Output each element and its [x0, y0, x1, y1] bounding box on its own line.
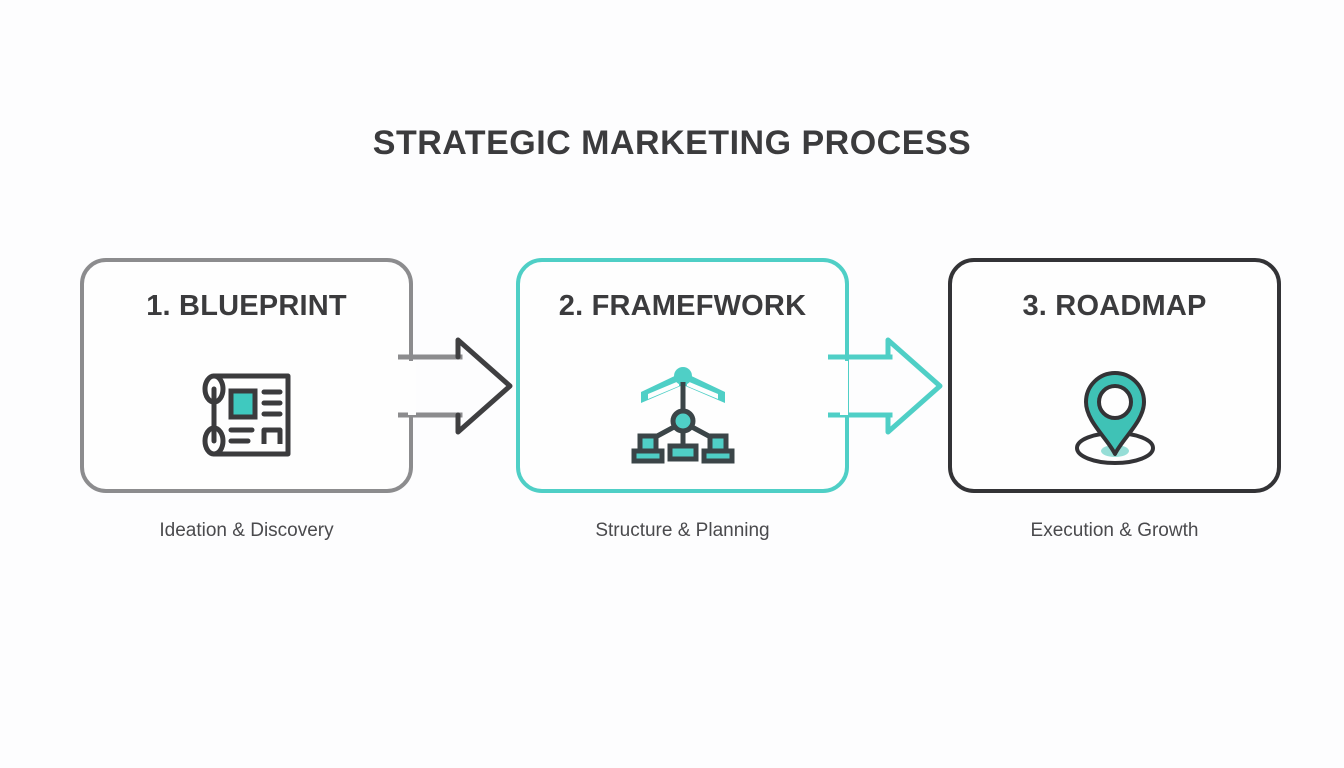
step-caption-framework: Structure & Planning [595, 520, 770, 541]
step-caption-roadmap: Execution & Growth [1030, 520, 1199, 541]
map-pin-icon [1056, 358, 1174, 468]
card2-border-gap [840, 361, 848, 415]
hierarchy-structure-icon [624, 358, 742, 468]
blueprint-scroll-icon [188, 358, 306, 468]
arrow-step1-to-step2 [395, 330, 520, 442]
step-card-blueprint[interactable]: 1. BLUEPRINT [80, 258, 413, 493]
page-title: STRATEGIC MARKETING PROCESS [372, 124, 972, 162]
step-title-roadmap: 3. ROADMAP [1022, 290, 1207, 322]
step-caption-blueprint: Ideation & Discovery [159, 520, 334, 541]
card1-border-gap [408, 361, 416, 415]
step-card-framework[interactable]: 2. FRAMEFWORK [516, 258, 849, 493]
step-title-blueprint: 1. BLUEPRINT [146, 290, 347, 322]
step-card-roadmap[interactable]: 3. ROADMAP [948, 258, 1281, 493]
step-title-framework: 2. FRAMEFWORK [558, 290, 807, 322]
arrow-step2-to-step3 [825, 330, 950, 442]
